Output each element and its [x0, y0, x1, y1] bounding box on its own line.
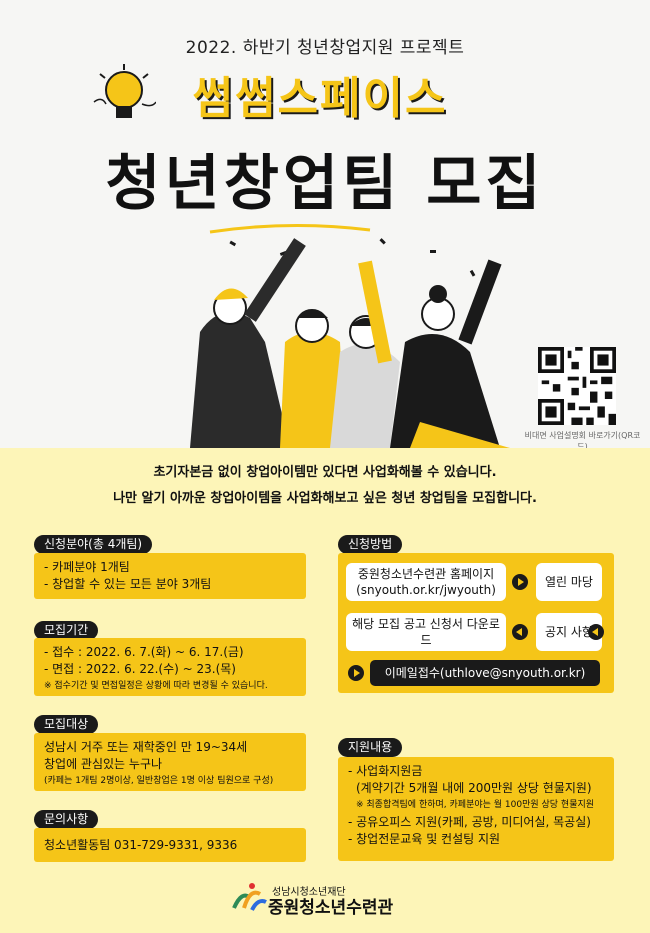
- footer-org: 성남시청소년재단: [272, 887, 346, 898]
- fields-box: - 카페분야 1개팀 - 창업할 수 있는 모든 분야 3개팀: [34, 553, 306, 599]
- arrow-left-icon: [512, 624, 528, 640]
- hero-section: 2022. 하반기 청년창업지원 프로젝트 썸썸스페이스 청년창업팀 모집: [0, 0, 650, 448]
- step-open-forum[interactable]: 열린 마당: [536, 563, 602, 601]
- fields-item-2: - 창업할 수 있는 모든 분야 3개팀: [44, 577, 212, 591]
- step-download-form[interactable]: 해당 모집 공고 신청서 다운로드: [346, 613, 506, 651]
- contact-box: 청소년활동팀 031-729-9331, 9336: [34, 828, 306, 862]
- qr-code[interactable]: [538, 347, 616, 425]
- step-homepage[interactable]: 중원청소년수련관 홈페이지 (snyouth.or.kr/jwyouth): [346, 563, 506, 601]
- lightbulb-icon: [93, 64, 156, 118]
- period-note: ※ 접수기간 및 면접일정은 상황에 따라 변경될 수 있습니다.: [44, 681, 268, 691]
- period-item-2: - 면접 : 2022. 6. 22.(수) ~ 23.(목): [44, 662, 236, 676]
- support-item-1-detail: (계약기간 5개월 내에 200만원 상당 현물지원): [356, 781, 592, 795]
- support-item-2: - 공유오피스 지원(카페, 공방, 미디어실, 목공실): [348, 815, 591, 829]
- support-item-3: - 창업전문교육 및 컨설팅 지원: [348, 832, 501, 846]
- support-note: ※ 최종합격팀에 한하며, 카페분야는 월 100만원 상당 현물지원: [356, 800, 595, 810]
- target-line-1: 성남시 거주 또는 재학중인 만 19~34세: [44, 740, 248, 754]
- contact-text: 청소년활동팀 031-729-9331, 9336: [44, 838, 238, 852]
- foundation-logo-icon: [232, 883, 267, 911]
- fields-header: 신청분야(총 4개팀): [34, 535, 153, 554]
- period-item-1: - 접수 : 2022. 6. 7.(화) ~ 6. 17.(금): [44, 645, 244, 659]
- support-box: - 사업화지원금 (계약기간 5개월 내에 200만원 상당 현물지원) ※ 최…: [338, 757, 614, 861]
- brand-logo-text: 썸썸스페이스: [192, 73, 448, 124]
- arrow-left-icon: [588, 624, 604, 640]
- project-subtitle: 2022. 하반기 청년창업지원 프로젝트: [185, 38, 465, 58]
- target-header: 모집대상: [34, 715, 99, 734]
- period-header: 모집기간: [34, 621, 99, 640]
- intro-text: 초기자본금 없이 창업아이템만 있다면 사업화해볼 수 있습니다. 나만 알기 …: [0, 460, 650, 512]
- fields-item-1: - 카페분야 1개팀: [44, 560, 130, 574]
- email-submit-link[interactable]: 이메일접수(uthlove@snyouth.or.kr): [370, 660, 600, 686]
- method-box: 중원청소년수련관 홈페이지 (snyouth.or.kr/jwyouth) 열린…: [338, 553, 614, 693]
- support-item-1: - 사업화지원금: [348, 764, 423, 778]
- arrow-right-icon: [512, 574, 528, 590]
- footer-name: 중원청소년수련관: [268, 898, 394, 918]
- method-header: 신청방법: [338, 535, 403, 554]
- support-header: 지원내용: [338, 738, 403, 757]
- period-box: - 접수 : 2022. 6. 7.(화) ~ 6. 17.(금) - 면접 :…: [34, 638, 306, 696]
- intro-line-1: 초기자본금 없이 창업아이템만 있다면 사업화해볼 수 있습니다.: [153, 465, 497, 480]
- main-headline: 청년창업팀 모집: [105, 149, 545, 219]
- intro-line-2: 나만 알기 아까운 창업아이템을 사업화해보고 싶은 청년 창업팀을 모집합니다…: [113, 491, 537, 506]
- qr-caption: 비대면 사업설명회 바로가기(QR코드): [524, 431, 641, 448]
- contact-header: 문의사항: [34, 810, 99, 829]
- target-line-2: 창업에 관심있는 누구나: [44, 757, 163, 771]
- celebrating-people-illustration: [190, 223, 510, 448]
- target-note: (카페는 1개팀 2명이상, 일반창업은 1명 이상 팀원으로 구성): [44, 776, 274, 786]
- arrow-right-icon: [348, 665, 364, 681]
- target-box: 성남시 거주 또는 재학중인 만 19~34세 창업에 관심있는 누구나 (카페…: [34, 733, 306, 791]
